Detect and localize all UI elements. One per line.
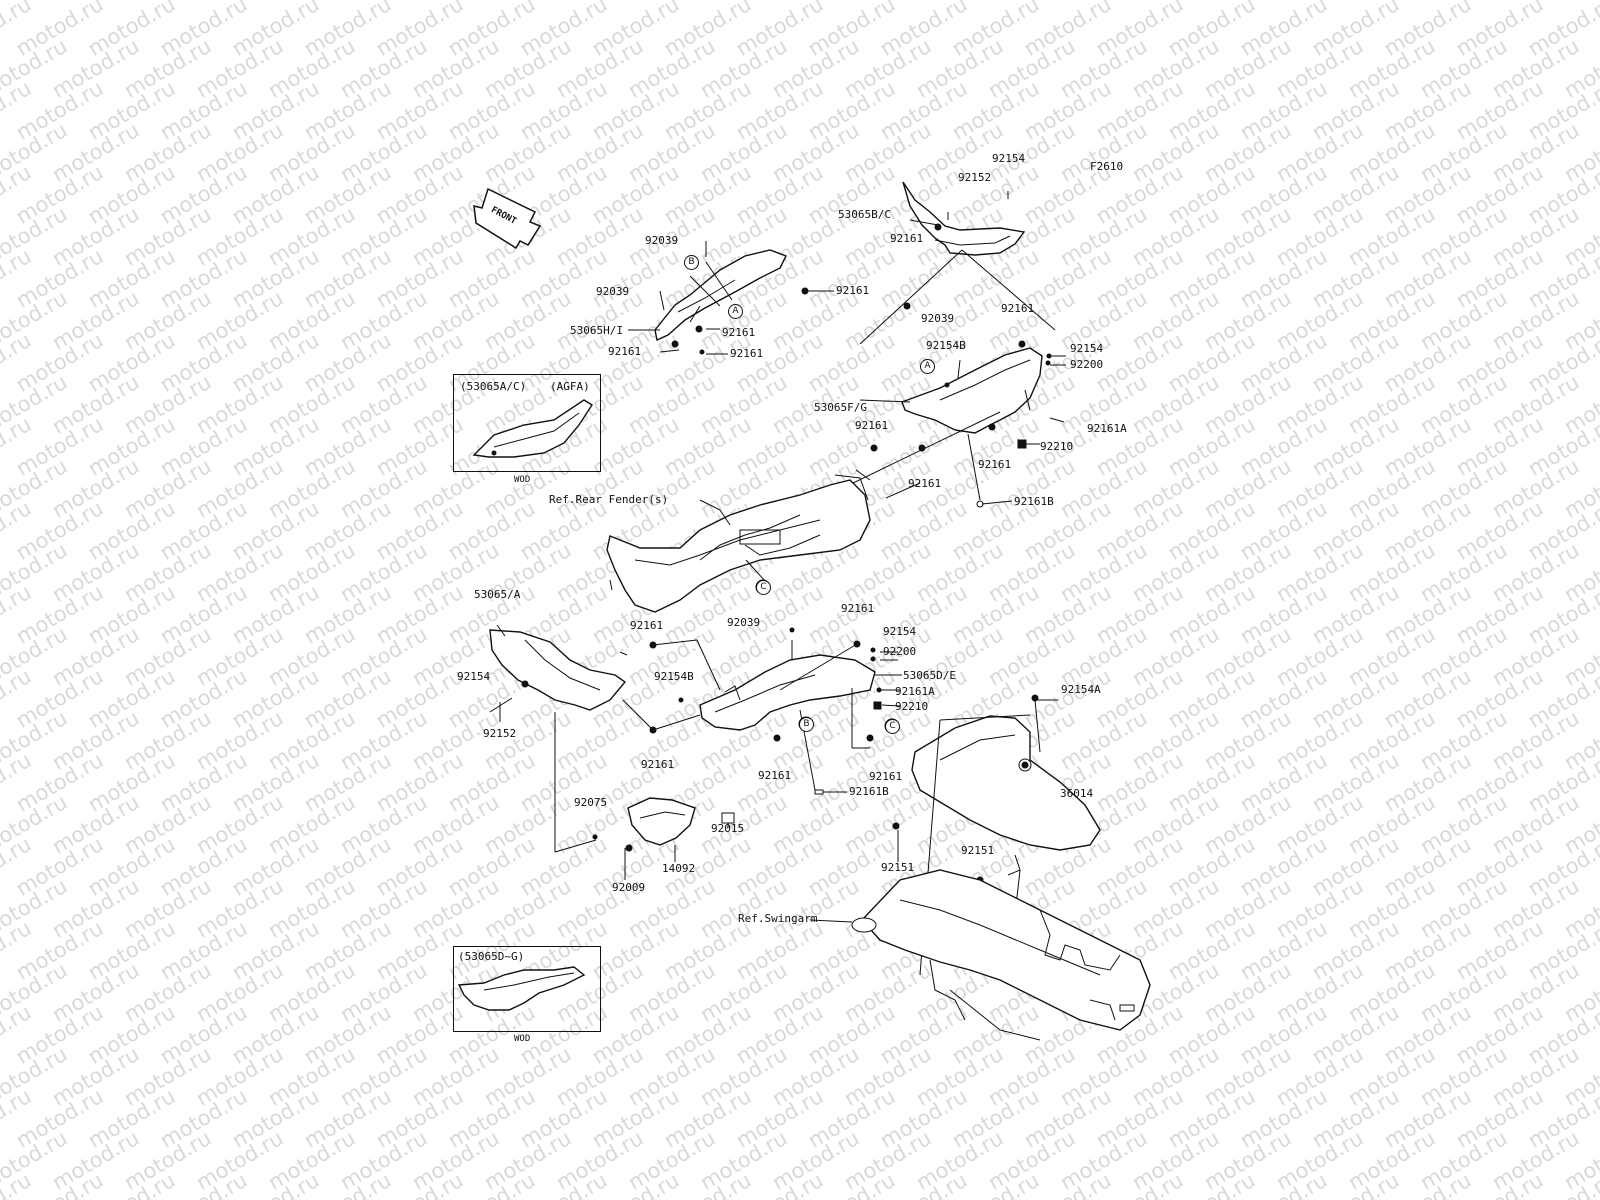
inset-53065AC-tag: (AGFA) xyxy=(550,380,590,393)
part-92154B-b: 92154B xyxy=(654,670,694,683)
front-arrow-icon xyxy=(473,187,542,250)
part-92161-b2: 92161 xyxy=(608,345,642,358)
part-92154-r: 92154 xyxy=(1070,342,1104,355)
inset-cover-drawing xyxy=(472,399,593,458)
inset-53065AC-caption: WOD xyxy=(514,475,531,485)
part-53065HI: 53065H/I xyxy=(570,324,623,337)
part-92154A: 92154A xyxy=(1061,683,1101,696)
part-92161-m4: 92161 xyxy=(908,477,942,490)
part-92154-left: 92154 xyxy=(457,670,491,683)
inset-53065AC-title: (53065A/C) xyxy=(460,380,527,393)
leader-lines xyxy=(619,469,921,656)
part-92039-a: 92039 xyxy=(645,234,679,247)
part-92200-r: 92200 xyxy=(1070,358,1104,371)
inset-53065DG: (53065D~G) WOD xyxy=(453,946,601,1044)
side-cover-53065A xyxy=(489,624,627,853)
part-92161-mid: 92161 xyxy=(890,232,924,245)
part-92039-c: 92039 xyxy=(921,312,955,325)
part-92161-l4: 92161 xyxy=(758,769,792,782)
callout-b-top: B xyxy=(684,255,699,270)
part-36014: 36014 xyxy=(1060,787,1094,800)
part-92015: 92015 xyxy=(711,822,745,835)
callout-c-low: C xyxy=(885,719,900,734)
callout-a-top: A xyxy=(728,304,743,319)
part-92161-right: 92161 xyxy=(1001,302,1035,315)
part-92151-b: 92151 xyxy=(881,861,915,874)
part-92210-b: 92210 xyxy=(895,700,929,713)
part-92161-m2: 92161 xyxy=(855,419,889,432)
part-92161B-r: 92161B xyxy=(1014,495,1054,508)
part-92161B-b: 92161B xyxy=(849,785,889,798)
part-92039-b: 92039 xyxy=(596,285,630,298)
part-92154B-a: 92154B xyxy=(926,339,966,352)
part-53065FG: 53065F/G xyxy=(814,401,867,414)
part-53065BC: 53065B/C xyxy=(838,208,891,221)
part-92161-l1: 92161 xyxy=(630,619,664,632)
part-92161A-b: 92161A xyxy=(895,685,935,698)
part-92200-l2: 92200 xyxy=(883,645,917,658)
part-92039-d: 92039 xyxy=(727,616,761,629)
part-92154-l2: 92154 xyxy=(883,625,917,638)
part-92152-left: 92152 xyxy=(483,727,517,740)
part-92161-l5: 92161 xyxy=(869,770,903,783)
callout-c-mid: C xyxy=(756,580,771,595)
figure-code: F2610 xyxy=(1090,160,1124,173)
part-92161-ur: 92161 xyxy=(836,284,870,297)
part-92161-l3: 92161 xyxy=(641,758,675,771)
part-92075: 92075 xyxy=(574,796,608,809)
part-92009: 92009 xyxy=(612,881,646,894)
part-92161-l2: 92161 xyxy=(841,602,875,615)
ref-rear-fender-label: Ref.Rear Fender(s) xyxy=(549,493,669,506)
part-92161-m3: 92161 xyxy=(978,458,1012,471)
inset-53065DG-title: (53065D~G) xyxy=(458,950,525,963)
part-92210-r: 92210 xyxy=(1040,440,1074,453)
part-53065-A: 53065/A xyxy=(474,588,521,601)
part-92161-b3: 92161 xyxy=(730,347,764,360)
inset-53065DG-caption: WOD xyxy=(514,1034,531,1044)
part-92152-top: 92152 xyxy=(958,171,992,184)
part-53065DE: 53065D/E xyxy=(903,669,956,682)
callout-a-mid: A xyxy=(920,359,935,374)
swingarm-reference xyxy=(809,869,1151,1041)
rear-fender-assembly xyxy=(606,474,871,613)
ref-swingarm-label: Ref.Swingarm xyxy=(738,912,818,925)
inset-53065AC: (53065A/C) (AGFA) WOD xyxy=(453,374,601,485)
part-92151-a: 92151 xyxy=(961,844,995,857)
callout-b-low: B xyxy=(799,717,814,732)
small-cover-14092 xyxy=(592,797,735,880)
part-92154-top: 92154 xyxy=(992,152,1026,165)
inset-cover-drawing xyxy=(457,966,586,1011)
part-14092: 14092 xyxy=(662,862,696,875)
top-cover-53065BC xyxy=(859,181,1056,348)
part-92161A-r: 92161A xyxy=(1087,422,1127,435)
upper-cover-53065HI xyxy=(628,241,834,355)
part-92161-b1: 92161 xyxy=(722,326,756,339)
